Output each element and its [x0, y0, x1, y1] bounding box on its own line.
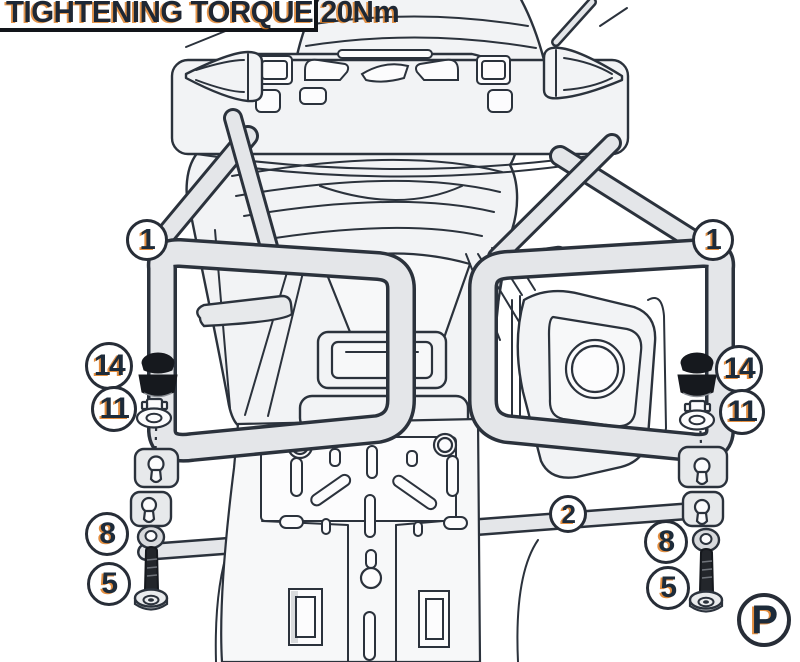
callout-14-right: 14 [715, 345, 763, 393]
callout-5-right: 5 [646, 566, 690, 610]
spacer-nut-right [678, 399, 716, 431]
washer-left [136, 524, 166, 550]
rubber-cap-right [680, 352, 714, 374]
tail-light [316, 330, 448, 390]
hardware-right [677, 352, 724, 613]
pannier-frame-right [468, 133, 736, 557]
torque-note-text: TIGHTENING TORQUE 20Nm [6, 0, 400, 30]
screw-left [133, 545, 169, 611]
mirror-stalk-right [551, 0, 628, 47]
callout-2-crossbar: 2 [549, 495, 587, 533]
top-rack-plate [170, 49, 630, 178]
hugger-right [516, 539, 539, 662]
plate-bottom-cutouts [288, 588, 450, 648]
torque-note-box: TIGHTENING TORQUE 20Nm [0, 0, 400, 32]
callout-5-left: 5 [87, 562, 131, 606]
turn-signal-left [184, 50, 264, 103]
hardware-left [133, 352, 178, 611]
license-plate-bracket [220, 417, 482, 662]
page-marker-p: P [737, 593, 791, 647]
rubber-cap-left [141, 352, 175, 374]
callout-8-left: 8 [85, 512, 129, 556]
callout-8-right: 8 [644, 520, 688, 564]
washer-right [691, 527, 721, 553]
callout-11-left: 11 [91, 386, 137, 432]
pannier-frame-left [129, 108, 416, 557]
rack-plate-cutouts [255, 49, 513, 113]
torque-note-leader [185, 29, 229, 48]
grab-handle-left [196, 294, 294, 328]
callout-11-right: 11 [719, 389, 765, 435]
callout-14-left: 14 [85, 342, 133, 390]
turn-signal-right [542, 46, 624, 100]
spacer-nut-left [135, 397, 173, 429]
screw-right [688, 547, 724, 613]
exhaust-outlet [564, 338, 626, 400]
callout-1-left: 1 [126, 219, 168, 261]
callout-1-right: 1 [692, 219, 734, 261]
